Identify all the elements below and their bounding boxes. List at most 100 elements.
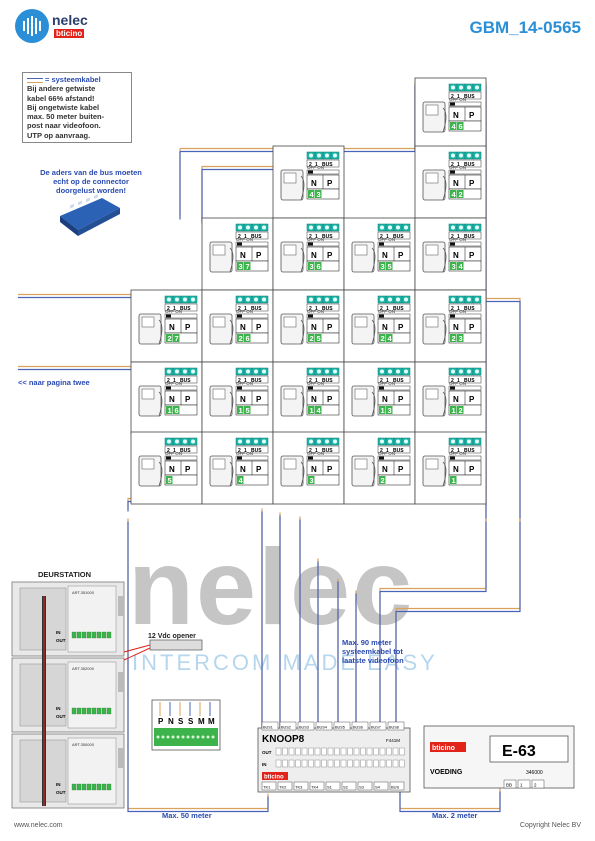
- terminal-screw-head: [309, 439, 313, 444]
- terminal-screw-head: [459, 297, 463, 302]
- connector-screw: [176, 735, 180, 739]
- terminal-screw-head: [404, 369, 408, 374]
- switch-icon: [377, 313, 411, 319]
- knoop-dip-switch: [353, 747, 360, 756]
- knoop-dip-switch: [275, 747, 282, 756]
- terminal-screw-head: [467, 439, 471, 444]
- connector-pin-label: S: [188, 717, 194, 726]
- p-label: P: [185, 465, 191, 474]
- connector-pin-label: S: [178, 717, 184, 726]
- watermark-subtext: INTERCOM MADE EASY: [132, 650, 438, 675]
- terminal-screw-head: [404, 225, 408, 230]
- terminal-label: BUS: [393, 306, 404, 312]
- handset-cord: [442, 391, 447, 417]
- address-digit-bg: [166, 476, 173, 484]
- power-brand: bticino: [432, 745, 455, 752]
- address-digit: 1: [452, 476, 456, 485]
- switch-knob: [379, 314, 384, 318]
- brand-name: nelec: [52, 12, 88, 28]
- handset-cord: [442, 107, 447, 133]
- terminal-label: 2: [238, 306, 241, 312]
- screen-icon: [141, 388, 155, 400]
- address-digit: 4: [310, 190, 315, 199]
- knoop-bottom-label: S1: [327, 785, 333, 790]
- terminal-screw-head: [475, 369, 479, 374]
- loop-37-blue: [201, 168, 274, 224]
- screen-icon: [354, 388, 368, 400]
- n-label: N: [240, 465, 246, 474]
- terminal-label: 1: [315, 162, 318, 168]
- terminal-screw-head: [475, 225, 479, 230]
- switch-icon: [448, 241, 482, 247]
- terminal-screw-head: [191, 297, 195, 302]
- n-label: N: [382, 323, 388, 332]
- address-box: [306, 404, 340, 416]
- door-to-knoop-orange: [127, 518, 269, 810]
- terminal-label: BUS: [251, 306, 262, 312]
- terminal-label: BUS: [322, 306, 333, 312]
- address-digit-bg: [308, 476, 315, 484]
- switch-label: OFF ON: [449, 309, 466, 314]
- address-digit-bg: [166, 334, 173, 342]
- address-digit: 6: [459, 122, 463, 131]
- terminal-screw-head: [451, 85, 455, 90]
- switch-knob: [450, 102, 455, 106]
- switch-icon: [306, 313, 340, 319]
- door-terminal: [76, 783, 82, 791]
- switch-icon: [164, 313, 198, 319]
- knoop-dip-switch: [386, 747, 392, 756]
- screen-icon: [283, 316, 297, 328]
- switch-icon: [377, 385, 411, 391]
- handset-cord: [300, 391, 305, 417]
- switch-label: OFF ON: [236, 237, 253, 242]
- terminal-screw-head: [396, 439, 400, 444]
- address-box: [448, 120, 482, 132]
- address-digit-bg: [457, 334, 464, 342]
- out-label: OUT: [56, 714, 66, 719]
- switch-knob: [379, 242, 384, 246]
- address-digit-bg: [379, 406, 386, 414]
- terminal-label-box: [448, 91, 482, 100]
- bus-terminal-label: BUS8: [389, 726, 399, 730]
- address-digit-bg: [173, 406, 180, 414]
- footer-website[interactable]: www.nelec.com: [14, 822, 63, 829]
- link-page-two[interactable]: << naar pagina twee: [18, 378, 90, 387]
- handset-cord: [158, 391, 163, 417]
- sub-brand: bticino: [54, 29, 85, 38]
- switch-icon: [448, 385, 482, 391]
- terminal-label-box: [235, 445, 269, 454]
- knoop-bottom-terminal: [293, 781, 309, 791]
- terminal-screw-head: [388, 439, 392, 444]
- switch-label: OFF ON: [449, 381, 466, 386]
- screen-icon: [212, 316, 226, 328]
- switch-icon: [448, 101, 482, 107]
- knoop-bottom-terminal: [325, 781, 341, 791]
- knoop-brand: bticino: [264, 775, 284, 781]
- terminal-label: 2: [167, 306, 170, 312]
- p-label: P: [327, 323, 333, 332]
- address-digit-bg: [237, 334, 244, 342]
- knoop-bottom-label: TK4: [311, 785, 319, 790]
- address-digit-bg: [450, 334, 457, 342]
- terminal-label: 2: [380, 448, 383, 454]
- terminal-screw-head: [333, 153, 337, 158]
- trunk-right2-blue: [486, 300, 521, 522]
- address-digit: 2: [168, 334, 172, 343]
- terminal-label: 2: [451, 306, 454, 312]
- handset-cord: [300, 175, 305, 201]
- screen-icon: [354, 458, 368, 470]
- bus-note: De aders van de bus moeten echt op de co…: [40, 168, 142, 195]
- handset-cord: [300, 461, 305, 487]
- switch-icon: [306, 455, 340, 461]
- knoop-dip-switch: [340, 759, 347, 768]
- n-label: N: [240, 395, 246, 404]
